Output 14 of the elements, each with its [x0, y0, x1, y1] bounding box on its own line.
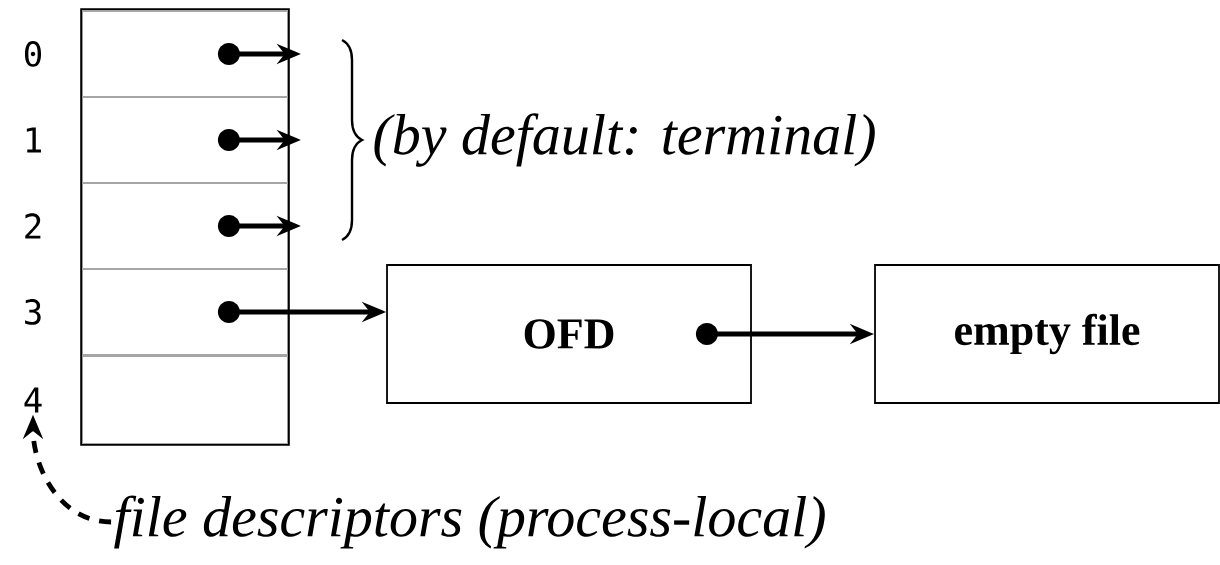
table-cell — [81, 268, 289, 356]
note-text: (by default: terminal) — [374, 113, 875, 167]
index-number: 2 — [25, 213, 41, 239]
index-number: 4 — [24, 387, 42, 413]
table-cell — [81, 10, 289, 98]
table-cell — [81, 96, 289, 184]
index-number: 3 — [25, 299, 41, 325]
index-number: 0 — [24, 41, 42, 67]
table-cell — [81, 182, 289, 270]
process-box: OFD — [386, 264, 752, 404]
table-cell — [81, 355, 289, 445]
index-number: 1 — [26, 127, 41, 153]
process-box: empty file — [874, 264, 1220, 404]
note-text: file descriptors (process-local) — [114, 495, 825, 549]
